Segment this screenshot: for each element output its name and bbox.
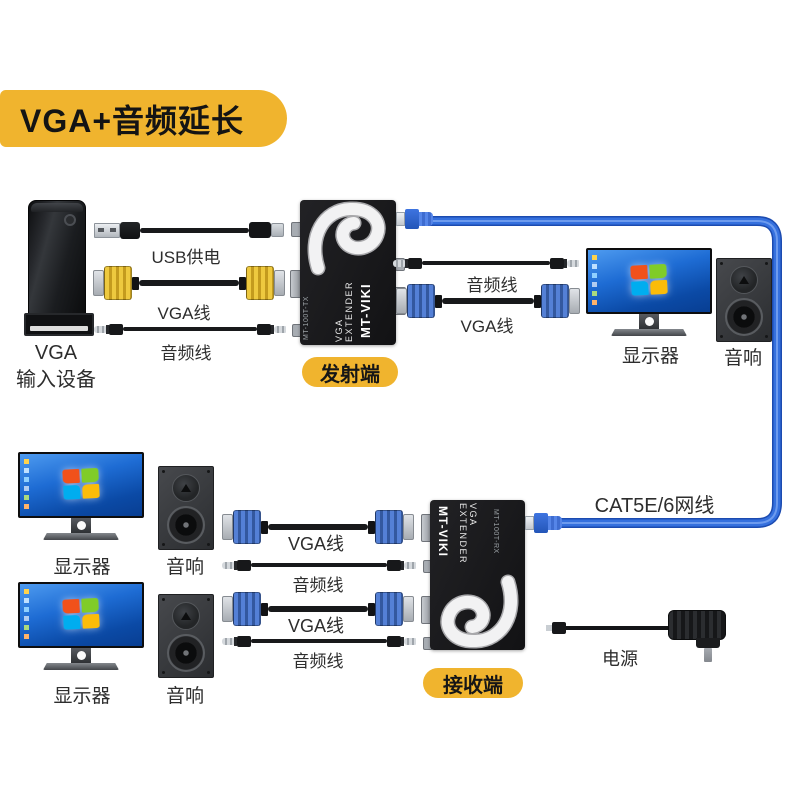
audio-jack-icon (222, 559, 251, 571)
woofer-icon (167, 634, 205, 672)
transmitter-badge: 发射端 (302, 357, 398, 387)
speaker-label: 音响 (165, 686, 204, 707)
monitor (18, 582, 144, 677)
vga-connector-icon (368, 510, 414, 544)
audio-jack-icon (393, 257, 422, 269)
vga-connector-icon (368, 592, 414, 626)
speaker-label: 音响 (723, 348, 762, 369)
desktop-icons (24, 589, 29, 594)
monitor-stand (71, 648, 91, 663)
audio-jack-icon (222, 635, 251, 647)
audio-cable-tx-out (393, 256, 579, 270)
monitor-base (43, 533, 119, 540)
transmitter-brand: MT-VIKI (358, 283, 373, 339)
power-adapter (668, 610, 726, 640)
power-prong-icon (704, 648, 712, 662)
audio-cable-label: 音频线 (292, 576, 344, 595)
receiver-badge: 接收端 (423, 668, 523, 698)
speaker (158, 594, 214, 678)
vga-connector-icon (93, 266, 139, 300)
woofer-icon (725, 298, 763, 336)
audio-jack-icon (550, 257, 579, 269)
title-banner: VGA+音频延长 (0, 90, 287, 147)
monitor-stand (639, 314, 659, 329)
network-cable-label: CAT5E/6网线 (594, 495, 715, 517)
usb-b-connector-icon (249, 222, 284, 238)
audio-jack-icon (387, 635, 416, 647)
ribbon-graphic (307, 201, 386, 276)
audio-cable-rx-2 (222, 634, 416, 648)
desktop-icons (24, 459, 29, 464)
vga-cable-label: VGA线 (157, 304, 211, 323)
vga-cable-label: VGA线 (460, 317, 514, 336)
transmitter-model: MT-100T-TX (303, 296, 310, 340)
source-device-label-line1: VGA (34, 342, 78, 364)
desktop-icons (592, 255, 597, 260)
vga-cable-label: VGA线 (287, 534, 344, 554)
usb-a-connector-icon (94, 221, 140, 239)
audio-cable-label: 音频线 (160, 344, 212, 363)
source-device-label-line2: 输入设备 (16, 369, 96, 391)
power-cable (564, 626, 670, 630)
audio-cable-label: 音频线 (466, 276, 518, 295)
page-title: VGA+音频延长 (20, 102, 245, 139)
vga-cable-source (93, 266, 285, 300)
receiver-brand: MT-VIKI (436, 505, 450, 557)
audio-cable-rx-1 (222, 558, 416, 572)
transmitter-product: VGA EXTENDER (334, 280, 354, 342)
monitor-base (611, 329, 687, 336)
audio-cable-source (94, 322, 286, 336)
dc-plug-icon (546, 625, 553, 631)
audio-jack-icon (257, 323, 286, 335)
windows-logo-icon (630, 263, 668, 296)
tweeter-icon (172, 602, 200, 630)
receiver-product: VGA EXTENDER (458, 503, 478, 565)
monitor (586, 248, 712, 343)
power-label: 电源 (602, 649, 638, 669)
pc-tower (24, 200, 94, 336)
woofer-icon (167, 506, 205, 544)
dc-plug-body (552, 622, 566, 634)
monitor (18, 452, 144, 547)
vga-cable-rx-1 (222, 509, 414, 545)
monitor-stand (71, 518, 91, 533)
receiver-box: MT-VIKI VGA EXTENDER MT-100T-RX (430, 500, 525, 650)
tweeter-icon (172, 474, 200, 502)
monitor-label: 显示器 (621, 346, 679, 367)
monitor-screen (18, 452, 144, 518)
power-button-icon (64, 214, 76, 226)
tweeter-icon (730, 266, 758, 294)
vga-cable-rx-2 (222, 591, 414, 627)
monitor-screen (18, 582, 144, 648)
audio-cable-label: 音频线 (292, 652, 344, 671)
vga-connector-icon (222, 592, 268, 626)
vga-connector-icon (222, 510, 268, 544)
audio-jack-icon (387, 559, 416, 571)
speaker (158, 466, 214, 550)
monitor-screen (586, 248, 712, 314)
monitor-label: 显示器 (53, 557, 111, 578)
audio-jack-icon (94, 323, 123, 335)
vga-connector-icon (239, 266, 285, 300)
source-device-label: VGA 输入设备 (6, 340, 106, 394)
monitor-label: 显示器 (53, 686, 111, 707)
windows-logo-icon (62, 467, 100, 500)
transmitter-box: MT-100T-TX VGA EXTENDER MT-VIKI (300, 200, 396, 345)
vga-cable-label: VGA线 (287, 616, 344, 636)
tower-base (24, 313, 94, 336)
power-adapter-base (696, 638, 720, 648)
receiver-model: MT-100T-RX (492, 508, 499, 554)
usb-power-cable (94, 220, 284, 240)
monitor-base (43, 663, 119, 670)
rj45-connector-icon (525, 513, 562, 533)
speaker (716, 258, 772, 342)
usb-cable-label: USB供电 (151, 248, 221, 267)
ribbon-graphic (440, 574, 519, 649)
speaker-label: 音响 (165, 557, 204, 578)
windows-logo-icon (62, 597, 100, 630)
rj45-connector-icon (396, 209, 433, 229)
